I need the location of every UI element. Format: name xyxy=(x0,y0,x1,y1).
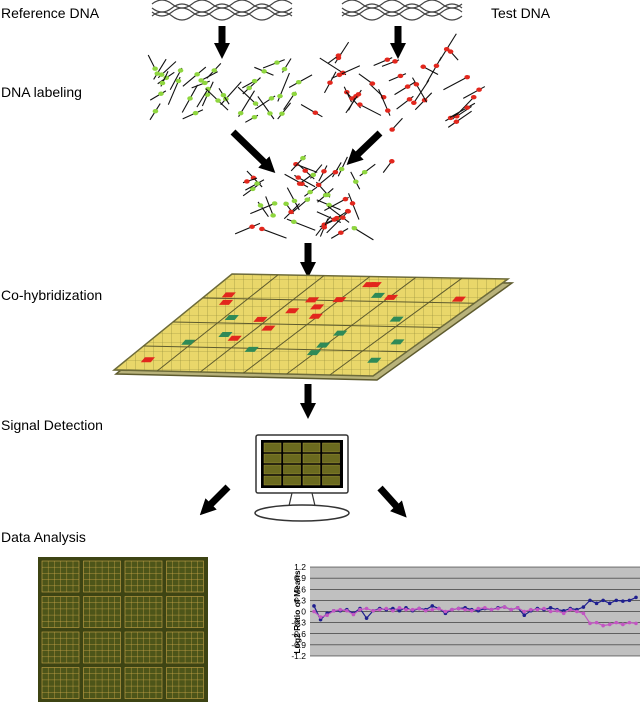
data-point xyxy=(483,605,487,610)
data-point xyxy=(496,606,500,611)
arrow-down-icon xyxy=(377,485,407,518)
data-point xyxy=(555,608,559,613)
data-point xyxy=(351,612,356,617)
data-point xyxy=(601,598,605,603)
data-point xyxy=(581,605,586,609)
data-point xyxy=(548,609,553,614)
y-tick-label: 0 xyxy=(301,607,306,617)
microarray-slide xyxy=(111,273,515,381)
data-point xyxy=(450,607,454,612)
data-point xyxy=(410,607,415,612)
y-tick-label: 1.2 xyxy=(294,562,306,572)
data-point xyxy=(594,601,599,606)
data-point xyxy=(515,605,520,610)
data-point xyxy=(312,604,316,608)
data-point xyxy=(397,605,402,610)
co-hybridization-label: Co-hybridization xyxy=(1,287,102,303)
data-point xyxy=(634,595,638,600)
data-point xyxy=(417,606,421,611)
data-point xyxy=(331,608,336,613)
test-dna-helix-icon xyxy=(341,0,463,21)
data-point xyxy=(548,605,553,610)
data-point xyxy=(456,606,461,611)
data-point xyxy=(575,609,579,614)
data-point xyxy=(621,599,625,603)
data-point xyxy=(423,608,428,613)
dna-labeling-label: DNA labeling xyxy=(1,84,82,100)
data-point xyxy=(568,607,573,612)
data-point xyxy=(345,608,349,613)
data-point xyxy=(384,606,389,611)
data-point xyxy=(318,617,323,622)
data-point xyxy=(312,609,316,614)
y-tick-label: 0.3 xyxy=(294,595,306,605)
data-point xyxy=(634,621,638,626)
arrow-down-icon xyxy=(199,484,231,516)
data-point xyxy=(627,620,632,625)
data-point xyxy=(627,598,632,603)
y-tick-label: -0.9 xyxy=(291,640,306,650)
data-analysis-label: Data Analysis xyxy=(1,529,86,545)
data-point xyxy=(601,623,605,628)
data-point xyxy=(443,609,448,614)
array-scan-image xyxy=(38,557,208,702)
data-point xyxy=(561,608,566,613)
data-point xyxy=(529,607,533,612)
data-point xyxy=(437,606,441,611)
y-tick-label: 0.6 xyxy=(294,584,306,594)
data-point xyxy=(338,607,343,612)
test-labeled-fragments xyxy=(300,33,486,132)
data-point xyxy=(364,606,369,611)
data-point xyxy=(430,607,435,612)
reference-dna-helix-icon xyxy=(151,0,293,21)
data-point xyxy=(614,620,619,625)
data-point xyxy=(404,607,408,612)
data-point xyxy=(614,598,619,603)
data-point xyxy=(318,615,323,619)
data-point xyxy=(430,604,435,608)
data-point xyxy=(581,611,586,616)
y-tick-label: -0.3 xyxy=(291,618,306,628)
data-point xyxy=(588,621,592,626)
arrow-down-icon xyxy=(230,129,276,174)
data-point xyxy=(371,608,375,613)
data-point xyxy=(397,608,402,613)
test-dna-label: Test DNA xyxy=(491,5,551,21)
data-point xyxy=(535,607,540,612)
data-point xyxy=(377,607,382,612)
data-point xyxy=(325,613,329,618)
data-point xyxy=(469,608,474,613)
reference-labeled-fragments xyxy=(147,54,313,123)
data-point xyxy=(561,611,566,616)
data-point xyxy=(502,605,507,609)
monitor-icon xyxy=(254,434,350,522)
data-point xyxy=(391,608,395,613)
data-point xyxy=(489,607,494,612)
data-point xyxy=(522,609,527,614)
y-tick-label: -1.2 xyxy=(291,651,306,661)
data-point xyxy=(364,616,369,620)
data-point xyxy=(607,622,612,627)
data-point xyxy=(588,598,592,603)
data-point xyxy=(594,620,599,625)
y-tick-label: 0.9 xyxy=(294,573,306,583)
data-point xyxy=(476,606,481,611)
data-point xyxy=(542,606,546,611)
data-point xyxy=(358,607,362,612)
data-point xyxy=(522,613,527,618)
data-point xyxy=(463,607,467,612)
mixed-labeled-fragments xyxy=(234,154,395,241)
y-axis-title: Log2 Ratio of Means xyxy=(292,570,302,653)
data-point xyxy=(621,622,625,627)
reference-dna-label: Reference DNA xyxy=(1,5,100,21)
data-point xyxy=(509,607,513,612)
data-point xyxy=(607,601,612,606)
log-ratio-chart: 1.20.90.60.3 0-0.3-0.6-0.9-1.2 Log2 Ratio… xyxy=(291,562,640,661)
signal-detection-label: Signal Detection xyxy=(1,417,103,433)
arrow-down-icon xyxy=(346,130,383,165)
y-tick-label: -0.6 xyxy=(291,629,306,639)
